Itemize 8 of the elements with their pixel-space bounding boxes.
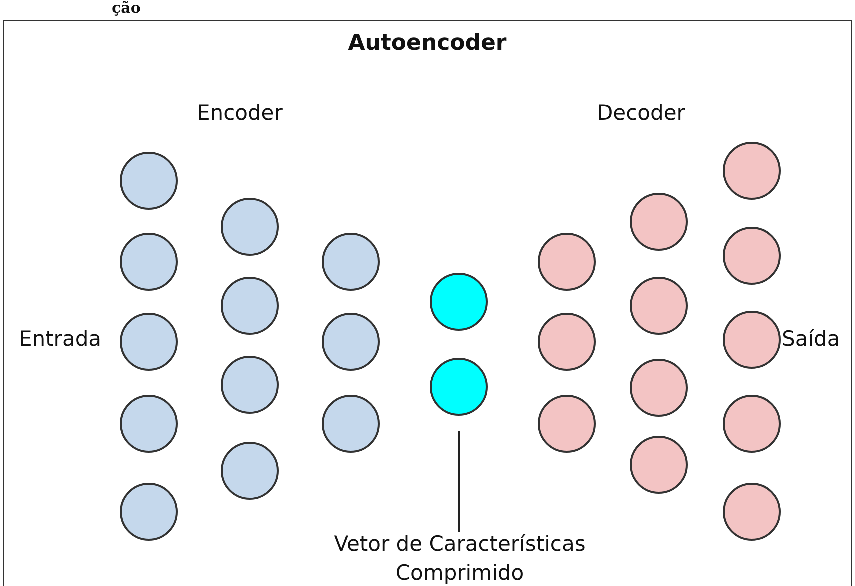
section-label: Encoder xyxy=(197,101,283,125)
title: Autoencoder xyxy=(347,31,508,56)
caption-fragment: ção xyxy=(112,0,141,17)
leader-line xyxy=(458,431,460,532)
input-label: Entrada xyxy=(19,327,102,351)
section-label: Decoder xyxy=(597,101,686,125)
annotation-text: Vetor de Características Comprimido xyxy=(310,530,610,586)
output-label: Saída xyxy=(782,327,840,351)
